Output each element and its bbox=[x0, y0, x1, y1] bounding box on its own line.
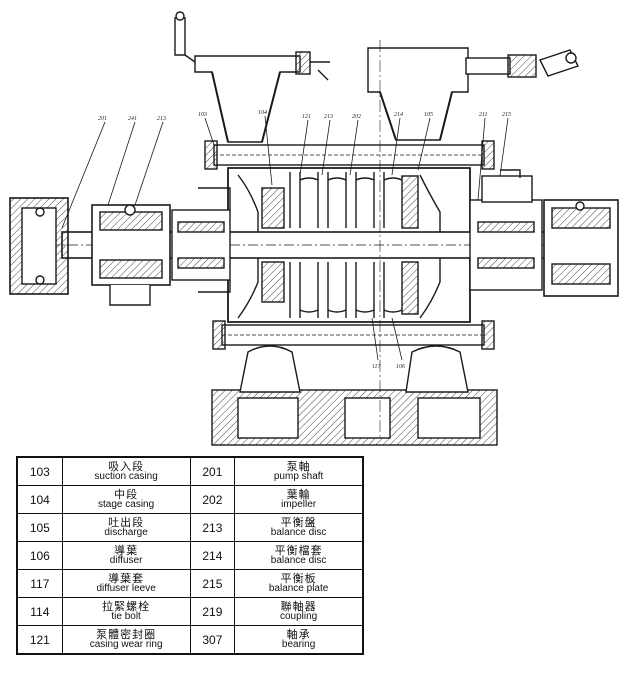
part-number: 213 bbox=[189, 513, 236, 542]
part-name-en: bearing bbox=[281, 639, 316, 650]
part-name-en: diffuser leeve bbox=[96, 583, 156, 594]
part-name-zh: 導葉套 bbox=[108, 572, 145, 585]
part-number: 201 bbox=[189, 456, 236, 486]
part-name-zh: 平衡板 bbox=[280, 572, 317, 585]
callout-10: 105 bbox=[424, 112, 433, 118]
balance-section bbox=[469, 169, 543, 291]
part-name-zh: 泵軸 bbox=[286, 460, 311, 473]
pump-cross-section-drawing: 201 241 213 103 104 121 213 202 214 105 … bbox=[9, 11, 619, 446]
discharge-nozzle bbox=[367, 47, 579, 141]
callout-3: 213 bbox=[157, 116, 166, 122]
part-name-zh: 平衡檔套 bbox=[274, 544, 323, 557]
coupling bbox=[9, 197, 69, 295]
part-name-en: discharge bbox=[104, 527, 148, 538]
part-number: 105 bbox=[16, 513, 63, 542]
callout-1: 201 bbox=[98, 116, 107, 122]
callout-14: 106 bbox=[396, 364, 405, 370]
part-number: 106 bbox=[16, 541, 63, 570]
part-number: 114 bbox=[16, 597, 63, 626]
callout-2: 241 bbox=[128, 115, 137, 122]
part-name-zh: 中段 bbox=[114, 488, 139, 501]
left-stuffing-box bbox=[171, 187, 231, 293]
part-number: 117 bbox=[16, 569, 63, 598]
part-name-zh: 葉輪 bbox=[286, 488, 311, 501]
part-number: 219 bbox=[189, 597, 236, 626]
part-name-en: diffuser bbox=[109, 555, 143, 566]
part-name-zh: 泵體密封圈 bbox=[96, 628, 157, 641]
left-bearing-housing bbox=[91, 204, 171, 306]
callout-4: 103 bbox=[198, 112, 207, 118]
part-name-zh: 導葉 bbox=[114, 544, 139, 557]
suction-nozzle bbox=[174, 11, 330, 143]
part-number: 103 bbox=[16, 456, 63, 486]
upper-tie-bolt bbox=[204, 140, 495, 170]
part-name-zh: 軸承 bbox=[286, 628, 311, 641]
lower-tie-bolt bbox=[212, 320, 495, 350]
callout-12: 215 bbox=[502, 112, 511, 118]
right-bearing-housing bbox=[543, 199, 619, 297]
part-number: 104 bbox=[16, 485, 63, 514]
callout-7: 213 bbox=[324, 114, 333, 120]
part-name-en: balance plate bbox=[268, 583, 329, 594]
part-number: 307 bbox=[189, 625, 236, 655]
part-name-en: pump shaft bbox=[273, 471, 324, 482]
part-number: 215 bbox=[189, 569, 236, 598]
part-name-zh: 吸入段 bbox=[108, 460, 145, 473]
leader-lines bbox=[61, 115, 509, 361]
callout-labels: 201 241 213 103 104 121 213 202 214 105 … bbox=[98, 109, 511, 370]
part-name-en: suction casing bbox=[94, 471, 158, 482]
part-number: 214 bbox=[189, 541, 236, 570]
pump-base bbox=[211, 345, 498, 446]
part-name-en: casing wear ring bbox=[89, 639, 163, 650]
callout-13: 117 bbox=[372, 364, 382, 370]
part-name-zh: 吐出段 bbox=[108, 516, 145, 529]
part-name-en: stage casing bbox=[98, 499, 155, 510]
part-number: 202 bbox=[189, 485, 236, 514]
part-name-en: balance disc bbox=[270, 555, 327, 566]
impeller-stages bbox=[261, 172, 419, 318]
part-name-zh: 拉緊螺栓 bbox=[102, 600, 151, 613]
part-name-en: impeller bbox=[281, 499, 317, 510]
part-name-en: tie bolt bbox=[111, 611, 141, 622]
part-name-zh: 平衡盤 bbox=[280, 516, 317, 529]
callout-9: 214 bbox=[394, 111, 403, 118]
callout-5: 104 bbox=[258, 109, 267, 116]
part-name-en: balance disc bbox=[270, 527, 327, 538]
callout-8: 202 bbox=[352, 114, 361, 120]
callout-11: 211 bbox=[479, 112, 488, 118]
part-name-en: coupling bbox=[279, 611, 318, 622]
part-name-zh: 聯軸器 bbox=[280, 600, 317, 613]
callout-6: 121 bbox=[302, 114, 311, 120]
part-number: 121 bbox=[16, 625, 63, 655]
